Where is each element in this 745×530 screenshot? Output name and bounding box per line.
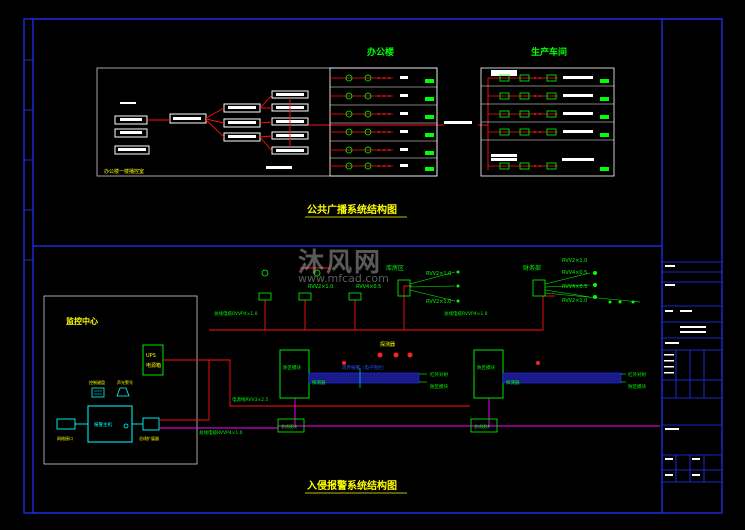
plant-speaker-row	[488, 158, 609, 171]
line-label-rvv2-3: RVV2×1.0	[426, 271, 451, 277]
office-speaker-row	[330, 146, 434, 155]
office-speaker-row	[330, 74, 434, 83]
detector-legend-right	[456, 270, 635, 304]
office-speaker-row	[330, 128, 434, 137]
alarm-box-left-label: 防区模块	[283, 364, 301, 371]
bus-cable-label-3: 总线电缆RVVP4×1.0	[199, 429, 243, 436]
keyboard-label: 控制键盘	[89, 379, 105, 385]
side-label-c: 探测器	[380, 341, 395, 348]
expander-label: 总线扩展器	[139, 435, 159, 441]
fence-center-label: 周界报警（电子围栏）	[342, 364, 387, 371]
line-label-rvv4-1: RVV4×0.5	[562, 270, 587, 276]
title-block-text-marks	[664, 265, 706, 476]
watermark: 沐风网 www.mfcad.com	[298, 242, 389, 285]
plant-speaker-row	[488, 70, 609, 83]
sound-light-label: 声光警号	[117, 379, 133, 385]
line-label-rvv4-2: RVV4×0.5	[562, 284, 587, 290]
warehouse-label: 库房区	[386, 264, 404, 272]
bus-box-left-label: 总线模块	[281, 423, 297, 429]
plant-speaker-row	[488, 92, 609, 101]
monitoring-center-label: 监控中心	[66, 316, 98, 326]
alarm-box-right-label: 防区模块	[477, 364, 495, 371]
plant-speaker-row	[488, 128, 609, 137]
fence-right-upper: 红外对射	[628, 371, 646, 378]
bus-cable-label-2: 总线电缆RVVP4×1.0	[444, 310, 488, 317]
fence-left-upper: 红外对射	[430, 371, 448, 378]
fence-right-lower: 防区模块	[628, 383, 646, 390]
line-label-rvv2-2: RVV2×1.0	[562, 298, 587, 304]
intrusion-detectors-top	[258, 269, 546, 301]
production-plant-title: 生产车间	[531, 46, 567, 58]
line-label-rvv2-1: RVV2×1.0	[562, 258, 587, 264]
fence-zone-right: 防区模块 红外对射 防区模块 探测器 总线模块	[470, 349, 646, 433]
office-speaker-row	[330, 92, 434, 101]
finance-label: 财务部	[523, 264, 541, 272]
office-floor-panel	[329, 67, 438, 177]
plant-floor-panel	[444, 67, 615, 177]
plant-speaker-row	[488, 110, 609, 119]
ups-label-2: 电源箱	[146, 362, 161, 369]
title-block	[662, 261, 722, 483]
intrusion-alarm-diagram-title: 入侵报警系统结构图	[307, 479, 397, 492]
frame-left-strip	[24, 59, 33, 261]
line-label-rvv4-3: RVV4×0.5	[356, 284, 381, 290]
office-speaker-row	[330, 110, 434, 119]
monitoring-center-box: 监控中心 UPS 电源箱 报警主机 控制键盘 声光警号 网络接口 总线扩展器	[43, 295, 198, 465]
network-label: 网络接口	[57, 435, 73, 441]
fence-left-lower: 防区模块	[430, 383, 448, 390]
ups-label: UPS	[146, 353, 156, 359]
watermark-url: www.mfcad.com	[298, 272, 389, 285]
office-building-title: 办公楼	[367, 46, 394, 58]
watermark-text: 沐风网	[298, 248, 383, 278]
side-label-b: 探测器	[506, 379, 520, 386]
drawing-frame	[23, 18, 723, 514]
office-speaker-row	[330, 162, 434, 171]
office-control-room-label: 办公楼一楼播控室	[104, 168, 144, 175]
line-label-rvv2-5: RVV2×1.0	[426, 299, 451, 305]
pa-system-diagram-title: 公共广播系统结构图	[307, 203, 397, 216]
line-label-rvv2-4: RVV2×1.0	[308, 284, 333, 290]
side-label-a: 探测器	[312, 379, 326, 386]
fence-zone-left: 防区模块 周界报警（电子围栏） 红外对射 防区模块 探测器 总线模块	[277, 349, 448, 433]
office-speaker-rows	[330, 74, 434, 171]
alarm-host-label: 报警主机	[94, 421, 112, 428]
bus-cable-label-1: 总线电缆RVVP4×1.0	[214, 310, 258, 317]
bus-box-right-label: 总线模块	[474, 423, 490, 429]
alarm-beacons: 探测器	[342, 341, 540, 365]
power-cable-label: 电源线RVV3×2.5	[232, 396, 268, 403]
detector-wires-green	[409, 271, 641, 303]
plant-speaker-rows	[488, 70, 609, 171]
